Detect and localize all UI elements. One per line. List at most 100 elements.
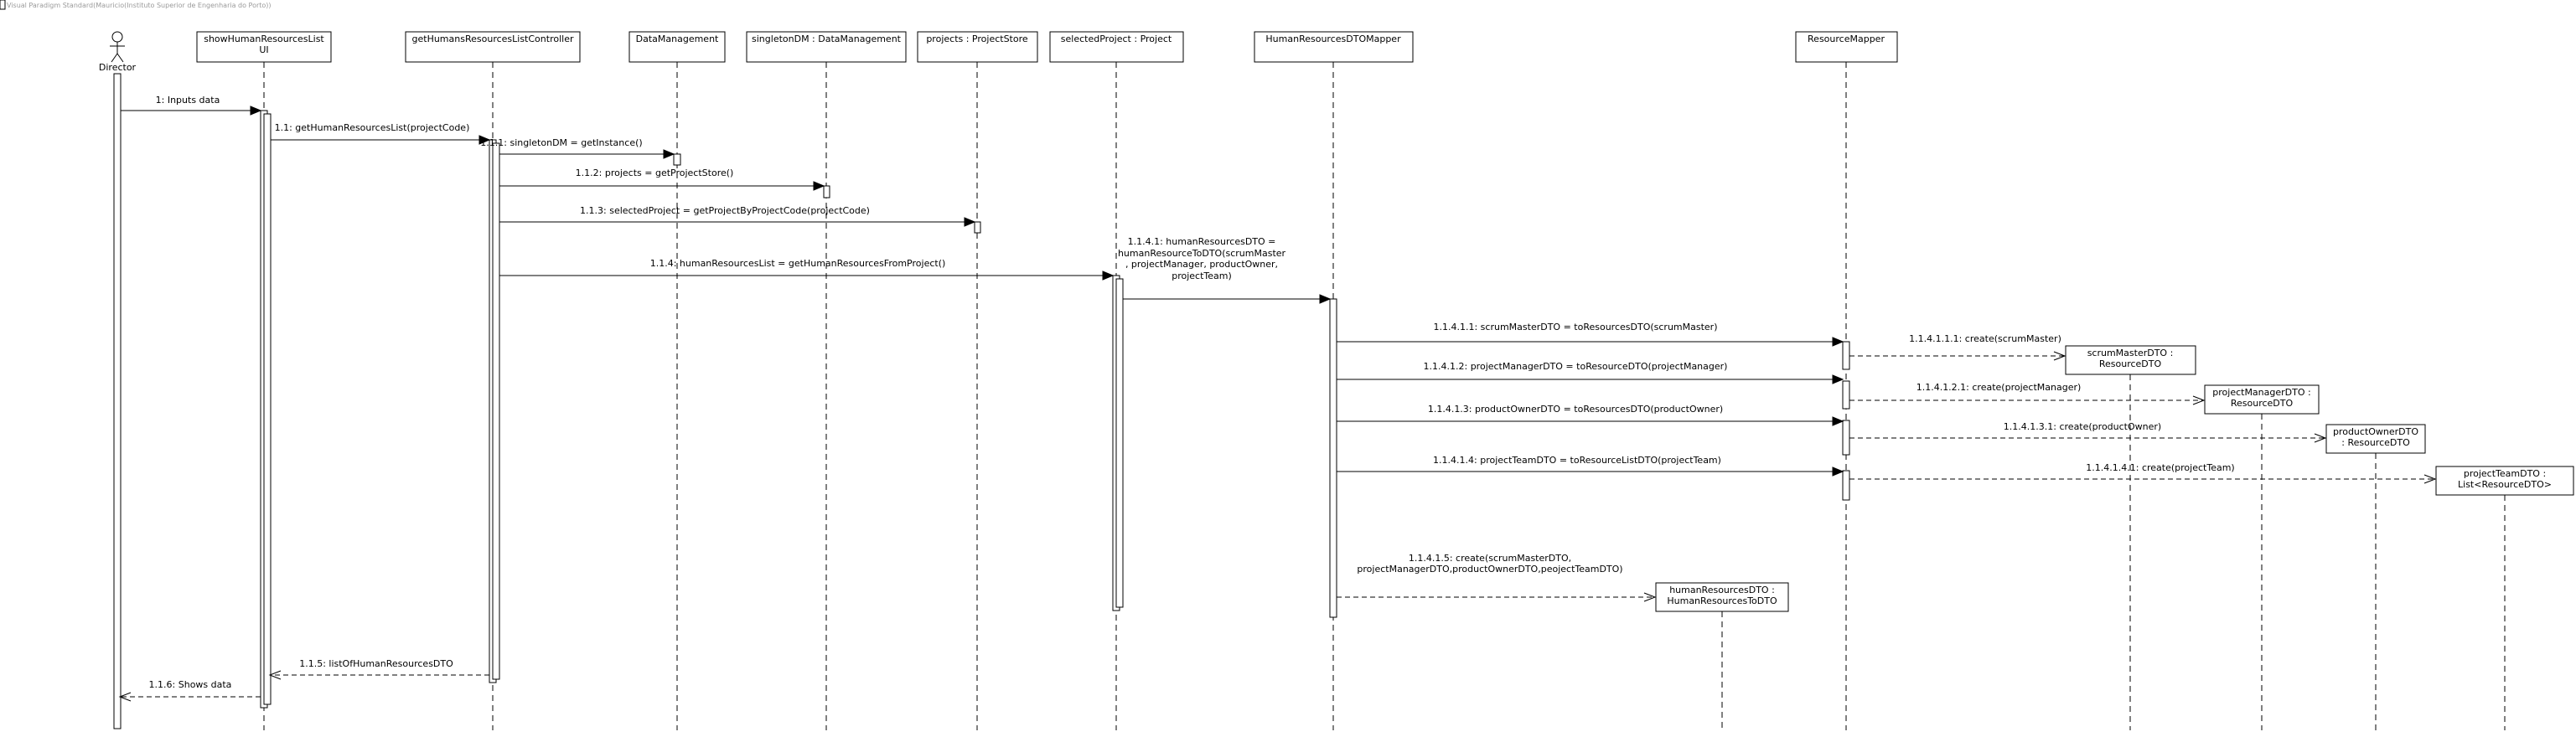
arrowhead-icon xyxy=(250,106,262,116)
message-label: 1.1.4.1.3: productOwnerDTO = toResources… xyxy=(1428,404,1723,415)
message-to-resources-dto-product-owner[interactable]: 1.1.4.1.3: productOwnerDTO = toResources… xyxy=(1337,404,1844,426)
watermark-icon xyxy=(0,0,6,10)
activation-resource-mapper-1 xyxy=(1842,341,1850,370)
open-arrowhead-icon xyxy=(118,692,132,702)
open-arrowhead-icon xyxy=(1643,592,1657,602)
message-get-project-store[interactable]: 1.1.2: projects = getProjectStore() xyxy=(499,168,825,191)
object-label-line: : ResourceDTO xyxy=(2341,437,2410,448)
activation-director xyxy=(113,73,122,729)
message-label-line: humanResourceToDTO(scrumMaster xyxy=(1118,248,1286,259)
message-label: 1.1.2: projects = getProjectStore() xyxy=(576,168,734,178)
participant-label-line: UI xyxy=(259,44,268,55)
message-human-resource-to-dto[interactable]: 1.1.4.1: humanResourcesDTO = humanResour… xyxy=(1118,236,1332,304)
message-to-resource-dto-project-manager[interactable]: 1.1.4.1.2: projectManagerDTO = toResourc… xyxy=(1337,361,1844,384)
actor-name: Director xyxy=(99,62,137,73)
message-label: 1.1.4.1.4.1: create(projectTeam) xyxy=(2086,462,2234,473)
activation-resource-mapper-2 xyxy=(1842,380,1850,410)
message-label: 1.1.4.1.2: projectManagerDTO = toResourc… xyxy=(1424,361,1728,372)
participant-project-store[interactable]: projects : ProjectStore xyxy=(917,31,1038,63)
message-label-line: , projectManager, productOwner, xyxy=(1125,259,1278,270)
participant-controller[interactable]: getHumansResourcesListController xyxy=(405,31,581,63)
participant-data-management[interactable]: DataManagement xyxy=(628,31,726,63)
stick-figure-icon xyxy=(110,31,125,63)
participant-ui[interactable]: showHumanResourcesList UI xyxy=(196,31,332,63)
message-inputs-data[interactable]: 1: Inputs data xyxy=(121,95,262,116)
participant-label-line: ResourceMapper xyxy=(1808,34,1885,44)
arrowhead-icon xyxy=(663,149,675,159)
participant-label-line: getHumansResourcesListController xyxy=(412,34,574,44)
message-to-resources-dto-scrum-master[interactable]: 1.1.4.1.1: scrumMasterDTO = toResourcesD… xyxy=(1337,322,1844,347)
message-create-scrum-master[interactable]: 1.1.4.1.1.1: create(scrumMaster) xyxy=(1849,333,2066,361)
activation-controller-nested xyxy=(492,142,500,680)
arrowhead-icon xyxy=(1102,271,1115,281)
arrowhead-icon xyxy=(1319,294,1332,304)
message-shows-data[interactable]: 1.1.6: Shows data xyxy=(118,679,261,702)
object-label-line: productOwnerDTO xyxy=(2333,426,2418,437)
actor-director[interactable]: Director xyxy=(99,31,137,73)
object-label-line: HumanResourcesToDTO xyxy=(1667,595,1777,606)
object-product-owner-dto[interactable]: productOwnerDTO : ResourceDTO xyxy=(2325,424,2426,454)
message-create-human-resources-dto[interactable]: 1.1.4.1.5: create(scrumMasterDTO, projec… xyxy=(1337,553,1657,602)
activation-resource-mapper-4 xyxy=(1842,470,1850,501)
message-get-human-resources-from-project[interactable]: 1.1.4: humanResourcesList = getHumanReso… xyxy=(499,258,1115,281)
message-label: 1.1.4: humanResourcesList = getHumanReso… xyxy=(650,258,946,269)
message-label: 1.1.3: selectedProject = getProjectByPro… xyxy=(580,205,870,216)
arrowhead-icon xyxy=(1832,337,1844,347)
message-create-project-manager[interactable]: 1.1.4.1.2.1: create(projectManager) xyxy=(1849,382,2206,405)
participant-singleton-dm[interactable]: singletonDM : DataManagement xyxy=(746,31,907,63)
message-list-of-human-resources-dto[interactable]: 1.1.5: listOfHumanResourcesDTO xyxy=(268,658,489,680)
open-arrowhead-icon xyxy=(268,670,282,680)
object-human-resources-dto[interactable]: humanResourcesDTO : HumanResourcesToDTO xyxy=(1655,582,1789,612)
message-label: 1.1.4.1.4: projectTeamDTO = toResourceLi… xyxy=(1433,455,1721,466)
message-create-product-owner[interactable]: 1.1.4.1.3.1: create(productOwner) xyxy=(1849,421,2327,443)
open-arrowhead-icon xyxy=(2053,351,2066,361)
participant-label-line: showHumanResourcesList xyxy=(204,34,324,44)
arrowhead-icon xyxy=(1832,374,1844,384)
message-get-human-resources-list[interactable]: 1.1: getHumanResourcesList(projectCode) xyxy=(271,122,491,145)
participant-resource-mapper[interactable]: ResourceMapper xyxy=(1795,31,1898,63)
message-label: 1.1.4.1.1: scrumMasterDTO = toResourcesD… xyxy=(1434,322,1718,332)
message-label: 1.1.4.1.3.1: create(productOwner) xyxy=(2004,421,2161,432)
message-label: 1: Inputs data xyxy=(156,95,220,106)
participant-label-line: selectedProject : Project xyxy=(1061,34,1172,44)
object-label-line: projectManagerDTO : xyxy=(2212,387,2310,398)
object-label-line: scrumMasterDTO : xyxy=(2087,348,2174,358)
open-arrowhead-icon xyxy=(2423,474,2437,484)
arrowhead-icon xyxy=(813,181,825,191)
object-label-line: projectTeamDTO : xyxy=(2464,468,2546,479)
message-label-line: projectTeam) xyxy=(1172,271,1232,281)
arrowhead-icon xyxy=(1832,466,1844,477)
object-scrum-master-dto[interactable]: scrumMasterDTO : ResourceDTO xyxy=(2065,345,2196,375)
participant-hr-dto-mapper[interactable]: HumanResourcesDTOMapper xyxy=(1254,31,1414,63)
activation-hr-dto-mapper xyxy=(1329,298,1337,618)
arrowhead-icon xyxy=(478,135,491,145)
activation-resource-mapper-3 xyxy=(1842,420,1850,456)
message-label-line: projectManagerDTO,productOwnerDTO,peojec… xyxy=(1357,564,1622,575)
open-arrowhead-icon xyxy=(2192,395,2206,405)
object-project-team-dto[interactable]: projectTeamDTO : List<ResourceDTO> xyxy=(2435,466,2574,496)
participant-label-line: DataManagement xyxy=(636,34,719,44)
participant-label-line: HumanResourcesDTOMapper xyxy=(1265,34,1401,44)
object-label-line: List<ResourceDTO> xyxy=(2458,479,2552,490)
arrowhead-icon xyxy=(964,217,976,227)
participant-label-line: singletonDM : DataManagement xyxy=(752,34,902,44)
object-project-manager-dto[interactable]: projectManagerDTO : ResourceDTO xyxy=(2204,384,2320,415)
activation-singleton-dm xyxy=(823,185,830,198)
activation-selected-project-nested xyxy=(1115,278,1124,608)
message-label: 1.1.4.1.1.1: create(scrumMaster) xyxy=(1909,333,2061,344)
activation-project-store xyxy=(974,221,981,234)
activation-ui-nested xyxy=(263,113,272,705)
message-label-line: 1.1.4.1.5: create(scrumMasterDTO, xyxy=(1409,553,1571,564)
message-label: 1.1: getHumanResourcesList(projectCode) xyxy=(275,122,470,133)
message-create-project-team[interactable]: 1.1.4.1.4.1: create(projectTeam) xyxy=(1849,462,2437,484)
message-label: 1.1.1: singletonDM = getInstance() xyxy=(480,137,642,148)
message-get-instance[interactable]: 1.1.1: singletonDM = getInstance() xyxy=(480,137,675,159)
message-label: 1.1.4.1.2.1: create(projectManager) xyxy=(1916,382,2082,393)
message-get-project-by-code[interactable]: 1.1.3: selectedProject = getProjectByPro… xyxy=(499,205,976,227)
message-to-resource-list-dto-project-team[interactable]: 1.1.4.1.4: projectTeamDTO = toResourceLi… xyxy=(1337,455,1844,477)
open-arrowhead-icon xyxy=(2314,433,2327,443)
participant-selected-project[interactable]: selectedProject : Project xyxy=(1049,31,1184,63)
watermark-text: Visual Paradigm Standard(Mauricio(Instit… xyxy=(7,2,272,9)
